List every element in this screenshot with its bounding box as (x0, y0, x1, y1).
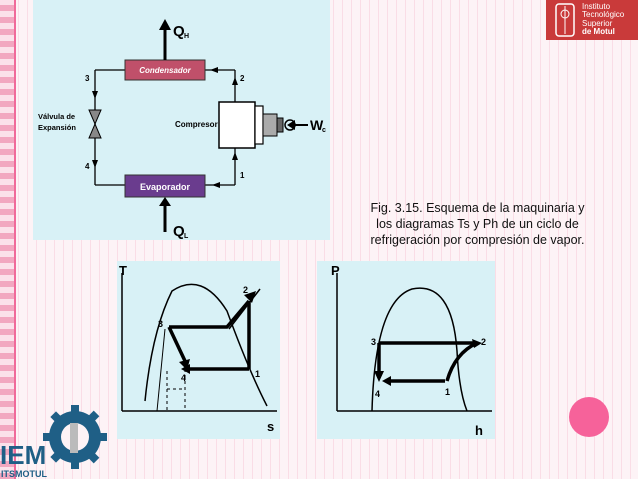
refrigeration-schematic-panel: Q H Q L W c Condensador Evaporador Compr… (33, 0, 330, 240)
ts-x-axis-label: s (267, 419, 274, 434)
ph-point-2: 2 (481, 337, 486, 347)
institute-line-2: Tecnológico (582, 10, 625, 20)
institute-line-3: Superior (582, 18, 613, 28)
point-3-label: 3 (85, 74, 90, 83)
valvula-label-line1: Válvula de (38, 112, 75, 121)
institute-logo: Instituto Tecnológico Superior de Motul (546, 0, 638, 40)
evaporador-label: Evaporador (140, 182, 191, 192)
point-4-label: 4 (85, 162, 90, 171)
ph-diagram-panel: P h 1 2 3 4 (317, 261, 495, 439)
ts-point-1: 1 (255, 369, 260, 379)
institute-line-4: de Motul (582, 27, 615, 37)
left-pink-line (14, 0, 16, 479)
institute-line-1: Instituto (582, 2, 611, 11)
institute-name: Instituto Tecnológico Superior de Motul (582, 2, 638, 37)
left-decorative-border (0, 0, 14, 479)
ph-x-axis-label: h (475, 423, 483, 438)
point-1-label: 1 (240, 171, 245, 180)
wc-subscript: c (322, 127, 326, 134)
itsmotul-gear-logo: IEM ITSMOTUL (0, 405, 107, 479)
ts-point-3: 3 (158, 319, 163, 329)
ts-point-4: 4 (181, 373, 186, 383)
ph-point-4: 4 (375, 389, 380, 399)
ts-y-axis-label: T (119, 263, 127, 278)
qh-label: Q (173, 23, 185, 40)
point-2-label: 2 (240, 74, 245, 83)
itsmotul-text: ITSMOTUL (1, 469, 47, 479)
ph-diagram: P h 1 2 3 4 (331, 263, 492, 438)
caption-line-2: los diagramas Ts y Ph de un ciclo de (376, 217, 579, 231)
compresor-label: Compresor (175, 120, 218, 129)
institute-crest-icon (555, 3, 575, 37)
ql-subscript: L (184, 233, 189, 240)
ts-diagram: T s 1 2 3 4 (119, 263, 277, 434)
decorative-pink-circle (569, 397, 609, 437)
ph-point-1: 1 (445, 387, 450, 397)
qh-subscript: H (184, 33, 189, 40)
ph-point-3: 3 (371, 337, 376, 347)
valvula-label-line2: Expansión (38, 123, 76, 132)
condensador-label: Condensador (139, 66, 191, 75)
iem-logo-text: IEM (0, 440, 46, 470)
ql-label: Q (173, 223, 185, 240)
ts-diagram-panel: T s 1 2 3 4 (117, 261, 280, 439)
figure-caption: Fig. 3.15. Esquema de la maquinaria y lo… (345, 200, 610, 248)
ts-point-2: 2 (243, 285, 248, 295)
ph-y-axis-label: P (331, 263, 340, 278)
wc-label: W (310, 117, 324, 133)
caption-line-1: Fig. 3.15. Esquema de la maquinaria y (370, 201, 585, 215)
caption-line-3: refrigeración por compresión de vapor. (370, 233, 585, 247)
refrigeration-schematic: Q H Q L W c Condensador Evaporador Compr… (38, 19, 326, 240)
